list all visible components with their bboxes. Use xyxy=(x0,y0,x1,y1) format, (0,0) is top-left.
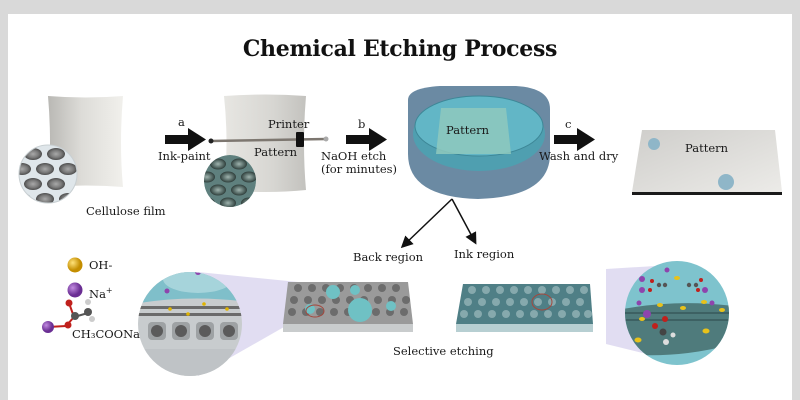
cellulose-film-label: Cellulose film xyxy=(86,204,166,218)
back-region-surface xyxy=(283,282,413,332)
ink-region-surface xyxy=(456,284,593,332)
petri-dish xyxy=(408,86,550,199)
diagram-canvas: Chemical Etching Process xyxy=(8,14,792,400)
step-b-label-line2: (for minutes) xyxy=(321,162,398,176)
dish-pattern-label: Pattern xyxy=(446,123,490,137)
arrow-c-icon xyxy=(554,128,595,151)
printer-rail xyxy=(208,132,329,147)
ink-dot xyxy=(648,138,660,150)
na-ion-icon xyxy=(67,282,83,298)
step-b-letter: b xyxy=(358,117,366,131)
ink-region-label: Ink region xyxy=(454,247,515,261)
sodium-acetate-molecule-icon xyxy=(42,299,95,333)
final-pattern-label: Pattern xyxy=(685,141,729,155)
step-b-label-line1: NaOH etch xyxy=(321,149,387,163)
arrow-b-icon xyxy=(346,128,387,151)
step-a-label: Ink-paint xyxy=(158,149,211,163)
step-c-label: Wash and dry xyxy=(539,149,619,163)
legend-oh-label: OH- xyxy=(89,258,113,272)
back-region-label: Back region xyxy=(353,250,424,264)
legend-na-label: Na+ xyxy=(89,284,113,301)
printed-pattern-label: Pattern xyxy=(254,145,298,159)
oh-ion-icon xyxy=(67,257,83,273)
left-magnification-lens xyxy=(138,272,242,376)
step-a-letter: a xyxy=(178,115,185,129)
printer-label: Printer xyxy=(268,117,310,131)
legend-na-text: Na xyxy=(89,286,106,301)
step-c-letter: c xyxy=(565,117,572,131)
branch-arrows xyxy=(400,198,477,249)
legend-na-charge: + xyxy=(105,286,113,295)
diagram-graphics xyxy=(18,86,782,376)
final-patterned-film xyxy=(632,130,782,195)
diagram-title: Chemical Etching Process xyxy=(242,36,558,62)
ink-dot xyxy=(718,174,734,190)
ink-magnified-circle xyxy=(204,155,256,207)
arrow-a-icon xyxy=(165,128,206,151)
right-magnification-lens xyxy=(625,261,729,365)
selective-etching-label: Selective etching xyxy=(393,344,494,358)
legend-acetate-label: CH₃COONa xyxy=(72,327,141,341)
dish-pattern-film xyxy=(436,108,511,154)
